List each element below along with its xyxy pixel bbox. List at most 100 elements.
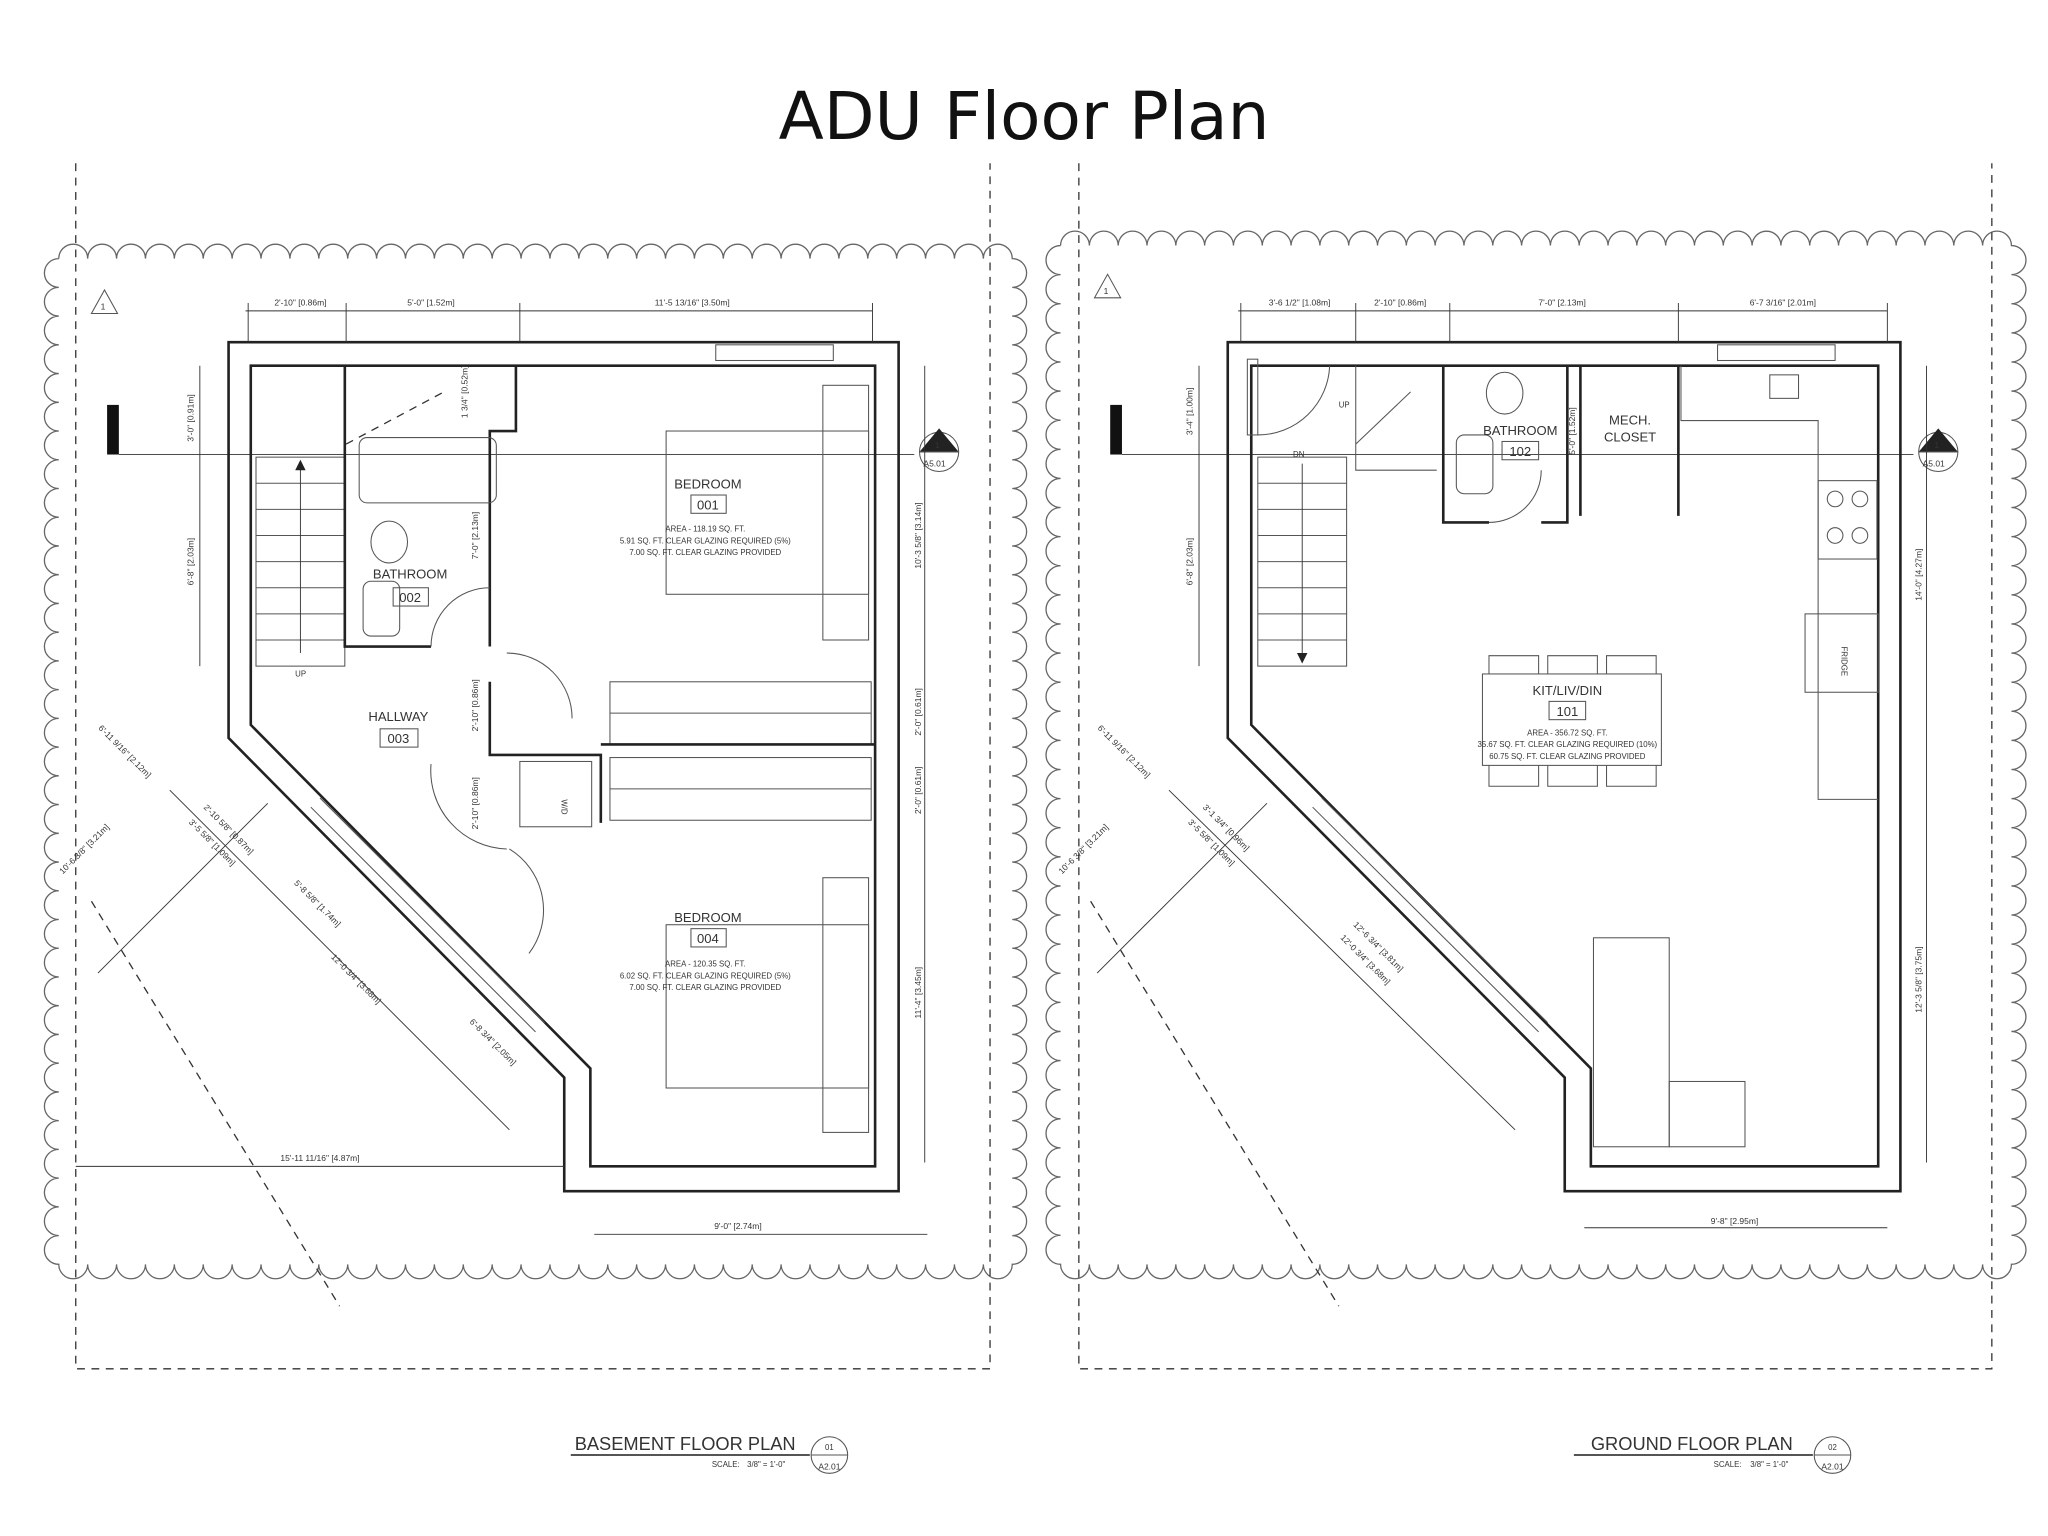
svg-text:2'-0" [0.61m]: 2'-0" [0.61m] [913,766,923,813]
room-tag-bedroom-001: BEDROOM 001 AREA - 118.19 SQ. FT. 5.91 S… [620,476,791,557]
svg-text:AREA - 356.72 SQ. FT.: AREA - 356.72 SQ. FT. [1527,728,1608,737]
drawing-title-basement: BASEMENT FLOOR PLAN SCALE: 3/8" = 1'-0" … [570,1433,849,1474]
svg-text:02: 02 [1828,1443,1837,1452]
svg-text:A5.01: A5.01 [1923,458,1945,468]
stairs: UP [255,456,346,679]
svg-text:KIT/LIV/DIN: KIT/LIV/DIN [1533,683,1603,698]
svg-text:1: 1 [935,440,940,450]
svg-text:BATHROOM: BATHROOM [1483,423,1557,438]
svg-text:BATHROOM: BATHROOM [373,567,447,582]
svg-text:35.67 SQ. FT. CLEAR GLAZING RE: 35.67 SQ. FT. CLEAR GLAZING REQUIRED (10… [1478,740,1658,749]
svg-text:5'-8 5/8" [1.74m]: 5'-8 5/8" [1.74m] [292,878,343,929]
svg-text:1: 1 [101,302,106,312]
svg-text:6'-11 9/16" [2.12m]: 6'-11 9/16" [2.12m] [1096,723,1153,780]
setback-line [90,900,341,1307]
room-tag-hallway-003: HALLWAY 003 [368,709,429,748]
svg-text:2'-0" [0.61m]: 2'-0" [0.61m] [913,688,923,735]
section-callout: 1A5.01 [918,428,960,473]
exterior-wall [227,340,900,1193]
svg-text:6'-8" [2.03m]: 6'-8" [2.03m] [1184,538,1194,585]
entry-door [1246,358,1259,436]
svg-text:11'-5 13/16" [3.50m]: 11'-5 13/16" [3.50m] [655,298,730,308]
svg-text:3'-0" [0.91m]: 3'-0" [0.91m] [185,394,195,441]
svg-text:1: 1 [1934,440,1939,450]
interior-wall-face [249,364,877,1168]
svg-text:SCALE:: SCALE: [712,1460,740,1469]
svg-text:5'-0" [1.52m]: 5'-0" [1.52m] [1567,407,1577,454]
sink [1455,434,1494,495]
svg-text:12'-0 3/4" [3.68m]: 12'-0 3/4" [3.68m] [329,952,383,1006]
window [715,344,834,362]
svg-text:DN: DN [1293,450,1305,459]
svg-text:9'-0" [2.74m]: 9'-0" [2.74m] [714,1221,761,1231]
svg-text:102: 102 [1509,444,1531,459]
dining-table [1481,655,1662,787]
ground-floor-plan: 1 1A5.01 DN UP FRIDGE [1045,163,2027,1474]
revision-cloud [43,243,1028,1280]
door-swing [1488,470,1542,523]
section-marker-bar [1110,404,1122,455]
interior-wall-face [1249,364,1880,1168]
svg-text:7.00 SQ. FT. CLEAR GLAZING PRO: 7.00 SQ. FT. CLEAR GLAZING PROVIDED [629,983,781,992]
svg-text:A2.01: A2.01 [818,1461,840,1471]
svg-text:SCALE:: SCALE: [1714,1460,1742,1469]
shower-line [345,391,445,445]
svg-text:MECH.: MECH. [1609,412,1651,427]
svg-text:3/8" = 1'-0": 3/8" = 1'-0" [1750,1460,1788,1469]
door-swing [1257,365,1331,436]
svg-text:2'-10" [0.86m]: 2'-10" [0.86m] [470,679,480,731]
door-swings [430,652,573,954]
washer-dryer-label: W/D [560,799,569,815]
svg-text:3/8" = 1'-0": 3/8" = 1'-0" [747,1460,785,1469]
svg-text:A2.01: A2.01 [1821,1461,1843,1471]
svg-text:14'-0" [4.27m]: 14'-0" [4.27m] [1913,549,1923,601]
bed [665,924,870,1089]
svg-text:7.00 SQ. FT. CLEAR GLAZING PRO: 7.00 SQ. FT. CLEAR GLAZING PROVIDED [629,548,781,557]
toilet [1485,371,1524,415]
room-tag-mech-closet: MECH. CLOSET [1604,412,1656,444]
room-tag-bathroom-002: BATHROOM 002 [373,567,447,607]
closets [488,681,876,823]
basement-floor-plan: 1 1A5.01 UP W/D [43,163,1028,1474]
section-marker-bar [107,404,119,455]
svg-text:101: 101 [1556,704,1578,719]
nightstand [822,384,870,641]
svg-text:6'-11 9/16" [2.12m]: 6'-11 9/16" [2.12m] [96,723,153,780]
kitchen-counter: FRIDGE [1680,365,1879,800]
svg-text:AREA - 118.19 SQ. FT.: AREA - 118.19 SQ. FT. [665,525,745,534]
svg-text:2'-10" [0.86m]: 2'-10" [0.86m] [470,777,480,829]
stairs: DN UP [1257,365,1437,667]
svg-text:001: 001 [697,497,719,512]
svg-text:1 3/4" [0.52m]: 1 3/4" [0.52m] [460,366,470,418]
dimensions: 2'-10" [0.86m] 5'-0" [1.52m] 11'-5 13/16… [57,298,928,1235]
svg-text:002: 002 [399,590,421,605]
revision-cloud [1045,230,2027,1280]
svg-text:6.02 SQ. FT. CLEAR GLAZING REQ: 6.02 SQ. FT. CLEAR GLAZING REQUIRED (5%) [620,971,791,980]
svg-text:2'-10" [0.86m]: 2'-10" [0.86m] [1374,298,1426,308]
sofa [1592,937,1746,1148]
room-tag-bathroom-102: BATHROOM 102 [1483,423,1558,461]
bed [665,430,870,595]
svg-text:1: 1 [1104,286,1109,296]
bathroom-walls [343,365,518,648]
diagonal-windows [1312,797,1549,1033]
svg-text:5.91 SQ. FT. CLEAR GLAZING REQ: 5.91 SQ. FT. CLEAR GLAZING REQUIRED (5%) [620,536,791,545]
page-title: ADU Floor Plan [778,78,1270,155]
svg-text:BASEMENT FLOOR PLAN: BASEMENT FLOOR PLAN [575,1433,796,1454]
svg-text:5'-0" [1.52m]: 5'-0" [1.52m] [407,298,454,308]
nightstand [822,877,870,1133]
svg-text:BEDROOM: BEDROOM [674,476,741,491]
svg-text:9'-8" [2.95m]: 9'-8" [2.95m] [1711,1216,1758,1226]
diagonal-windows [310,797,546,1033]
toilet [370,520,409,564]
washer-dryer [519,760,593,828]
svg-text:GROUND FLOOR PLAN: GROUND FLOOR PLAN [1591,1433,1793,1454]
setback-line [1090,900,1340,1307]
bathroom-closet-walls [1441,365,1680,524]
svg-text:60.75 SQ. FT. CLEAR GLAZING PR: 60.75 SQ. FT. CLEAR GLAZING PROVIDED [1489,752,1646,761]
svg-text:7'-0" [2.13m]: 7'-0" [2.13m] [1538,298,1585,308]
svg-text:11'-4" [3.45m]: 11'-4" [3.45m] [913,967,923,1019]
svg-text:01: 01 [825,1443,834,1452]
window [1717,344,1836,362]
svg-text:15'-11 11/16" [4.87m]: 15'-11 11/16" [4.87m] [280,1153,359,1163]
